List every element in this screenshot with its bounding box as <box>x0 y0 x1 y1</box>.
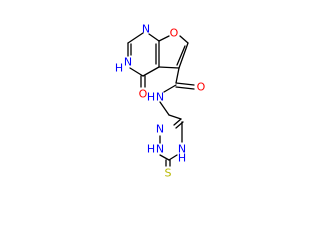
bond-ch-c-carboxamide <box>178 42 189 69</box>
bond-nh-ch2 <box>159 101 170 116</box>
bond-c-fused-o-furan <box>158 35 170 42</box>
atom-n-triazole-top: N <box>156 123 164 136</box>
bond-o-furan-ch <box>179 35 189 44</box>
molecule-diagram: N O N H O N H O N N H N H S <box>0 0 300 200</box>
atom-o-amide: O <box>197 81 206 94</box>
atom-labels: N O N H O N H O N N H N H S <box>115 23 206 180</box>
bond-ch-c-carboxamide-double <box>176 45 186 66</box>
bond-c-amide-o-b <box>175 86 195 90</box>
atom-n-top: N <box>142 23 150 36</box>
atom-nh-triazole-left-h: H <box>147 143 155 156</box>
bond-c-fused-n-top <box>148 33 160 42</box>
bond-ch2-c-triazole <box>168 114 182 120</box>
atom-o-keto: O <box>139 88 148 101</box>
bond-c-carbonyl-c-bridge <box>142 66 160 77</box>
bond-c5-n-top <box>173 118 182 126</box>
atom-nh-amide-h: H <box>147 91 155 104</box>
bond-nh-c-carbonyl <box>129 67 144 77</box>
atom-nh-amide: N <box>156 91 164 104</box>
bond-c-amide-nh <box>163 84 177 93</box>
bonds <box>127 32 195 167</box>
bond-nh-left-c3 <box>159 154 170 161</box>
atom-nh-ring-h: H <box>115 62 123 75</box>
bond-c-carboxamide-c-bridge <box>158 66 180 69</box>
atom-nh-triazole-left: N <box>156 143 164 156</box>
bond-c3-nh-right <box>168 154 178 161</box>
atom-o-furan: O <box>170 27 179 40</box>
atom-nh-triazole-right: N <box>178 143 186 156</box>
bond-c-amide-o-a <box>175 82 195 86</box>
bond-n-top-c-left <box>127 32 144 44</box>
atom-nh-triazole-right-h: H <box>178 152 186 165</box>
background <box>0 0 300 200</box>
bond-c-ring-c-amide <box>175 67 180 84</box>
atom-nh-ring: N <box>124 56 132 69</box>
atom-s-thione: S <box>165 167 172 180</box>
